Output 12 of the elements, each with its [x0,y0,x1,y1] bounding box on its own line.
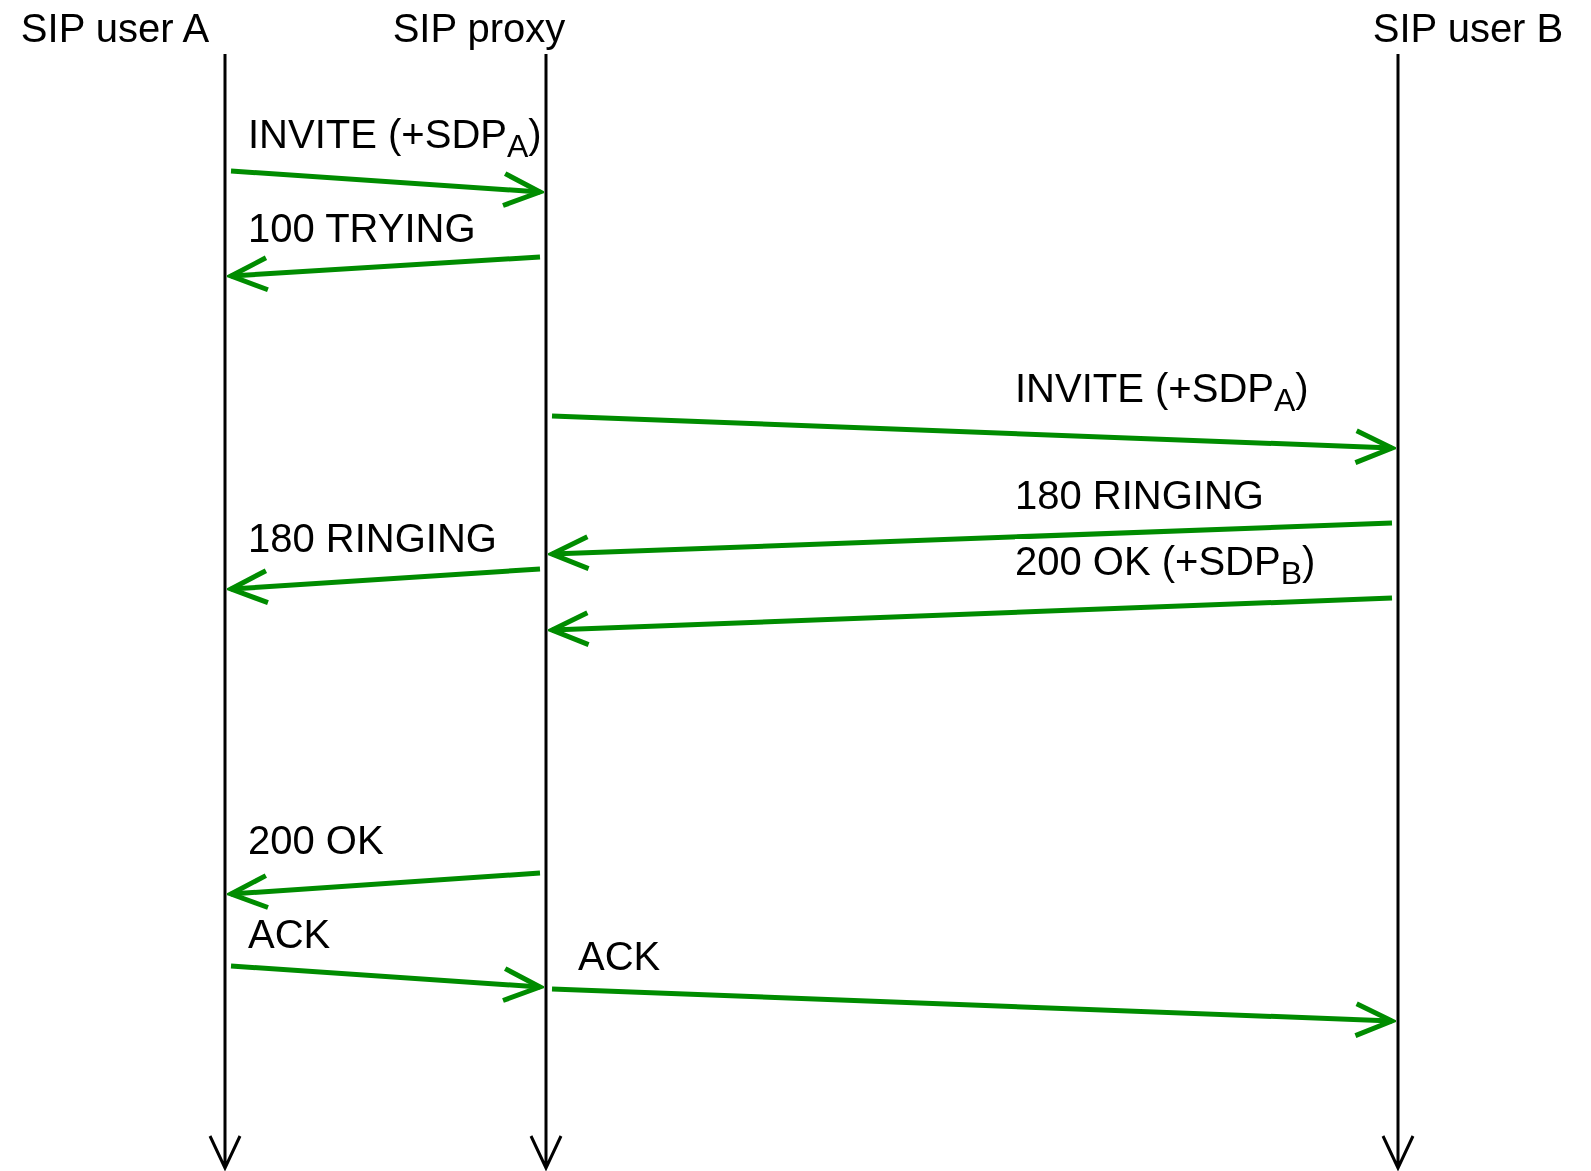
message-arrow [230,168,543,208]
participant-label: SIP user A [20,5,210,52]
message-arrow [230,963,543,1003]
message-arrow [549,520,1393,572]
message-arrow [549,595,1393,648]
message-arrow [551,413,1395,466]
message-arrow [228,870,541,910]
message-arrow [551,986,1395,1039]
participant-label: SIP proxy [392,5,566,52]
message-arrow [228,254,541,293]
message-arrow [228,566,541,606]
participant-label: SIP user B [1372,5,1564,52]
